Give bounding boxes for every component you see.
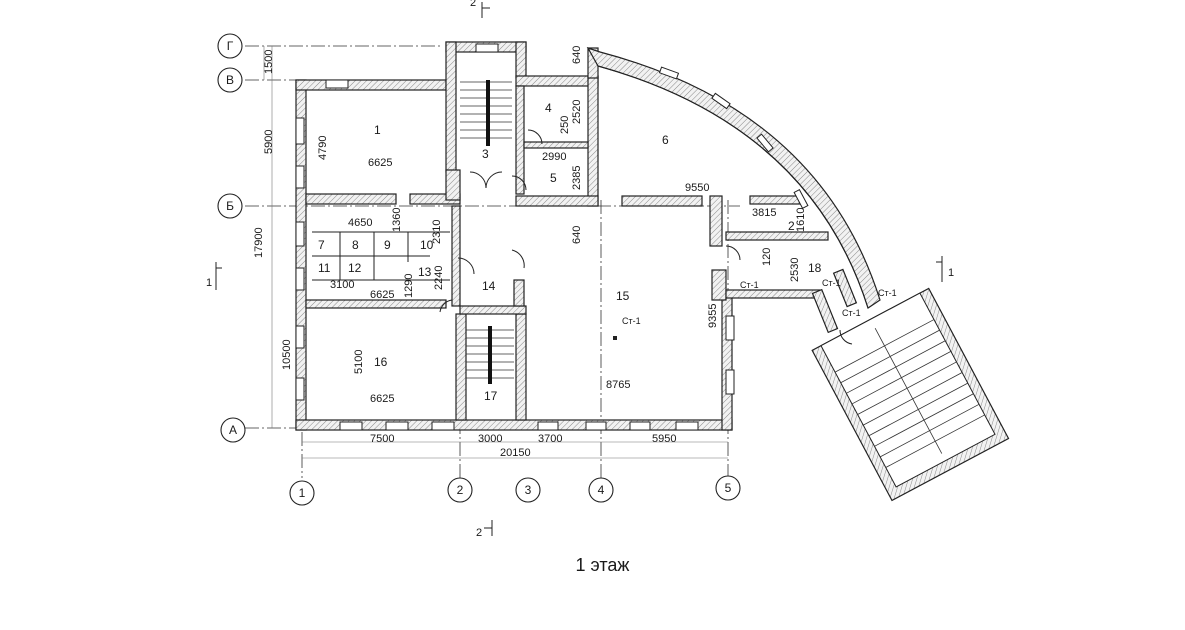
wall-mark-st1-e: Ст-1 — [842, 308, 861, 318]
dim-1610: 1610 — [795, 208, 807, 232]
axis-col-5: 5 — [715, 475, 741, 501]
wall-mark-st1-b: Ст-1 — [740, 280, 759, 290]
room-10-number: 10 — [420, 238, 434, 252]
room-17-number: 17 — [484, 389, 498, 403]
dim-2530: 2530 — [789, 258, 801, 282]
section-mark-right-label: 1 — [948, 267, 954, 279]
axis-col-4: 4 — [588, 477, 614, 503]
dim-6625-room1: 6625 — [368, 157, 392, 169]
dim-250: 250 — [559, 116, 571, 134]
dim-5100: 5100 — [353, 350, 365, 374]
dim-9550: 9550 — [685, 182, 709, 194]
dim-17900: 17900 — [253, 227, 265, 258]
section-mark-top-label: 2 — [470, 0, 476, 9]
room-1-number: 1 — [374, 123, 381, 137]
room-6-number: 6 — [662, 133, 669, 147]
room-18-number: 18 — [808, 261, 822, 275]
column-marker — [613, 336, 617, 340]
dim-120: 120 — [761, 248, 773, 266]
dim-20150: 20150 — [500, 447, 531, 459]
axis-row-b-label: Б — [226, 199, 234, 213]
dim-1290: 1290 — [403, 274, 415, 298]
room-4-number: 4 — [545, 101, 552, 115]
axis-row-a: А — [220, 417, 246, 443]
room-5-number: 5 — [550, 171, 557, 185]
section-mark-left-label: 1 — [206, 277, 212, 289]
axis-row-v-label: В — [226, 73, 234, 87]
windows — [295, 43, 809, 431]
axis-row-a-label: А — [229, 423, 237, 437]
axis-row-b: Б — [217, 193, 243, 219]
vestibule-walls — [811, 268, 858, 334]
floor-caption: 1 этаж — [0, 555, 1185, 576]
dim-640-top: 640 — [571, 46, 583, 64]
dim-6625-room16: 6625 — [370, 393, 394, 405]
doors — [439, 129, 853, 345]
axis-col-2: 2 — [447, 477, 473, 503]
room-16-number: 16 — [374, 355, 388, 369]
section-mark-bottom-label: 2 — [476, 527, 482, 539]
dim-2385: 2385 — [571, 166, 583, 190]
small-room-partitions — [312, 231, 450, 281]
room-12-number: 12 — [348, 261, 362, 275]
dim-8765: 8765 — [606, 379, 630, 391]
dim-2990: 2990 — [542, 151, 566, 163]
dim-6625-mid: 6625 — [370, 289, 394, 301]
axis-col-1: 1 — [289, 480, 315, 506]
room-15-number: 15 — [616, 289, 630, 303]
room-13-number: 13 — [418, 265, 432, 279]
dim-2520: 2520 — [571, 100, 583, 124]
curved-wall — [586, 46, 881, 309]
dim-9355: 9355 — [707, 304, 719, 328]
room-7-number: 7 — [318, 238, 325, 252]
external-staircase — [811, 287, 1010, 502]
dim-4790: 4790 — [317, 136, 329, 160]
dim-7500: 7500 — [370, 433, 394, 445]
dim-3100: 3100 — [330, 279, 354, 291]
axis-col-3: 3 — [515, 477, 541, 503]
room-11-number: 11 — [318, 261, 331, 275]
staircase-top — [460, 80, 512, 146]
room-2-number: 2 — [788, 219, 795, 233]
room-8-number: 8 — [352, 238, 359, 252]
dim-1360: 1360 — [391, 208, 403, 232]
axis-row-g: Г — [217, 33, 243, 59]
axis-col-3-label: 3 — [525, 483, 532, 497]
room-14-number: 14 — [482, 279, 496, 293]
building-walls — [295, 41, 829, 431]
staircase-bottom — [466, 326, 514, 384]
dim-5950: 5950 — [652, 433, 676, 445]
dim-2240: 2240 — [433, 266, 445, 290]
dim-3700: 3700 — [538, 433, 562, 445]
dim-2310: 2310 — [431, 220, 443, 244]
dim-3815: 3815 — [752, 207, 776, 219]
section-mark-bottom: 2 — [476, 520, 493, 539]
wall-mark-st1-d: Ст-1 — [878, 288, 897, 298]
dim-3000: 3000 — [478, 433, 502, 445]
dim-10500: 10500 — [281, 339, 293, 370]
wall-mark-st1-c: Ст-1 — [822, 278, 841, 288]
axis-col-4-label: 4 — [598, 483, 605, 497]
dim-640-mid: 640 — [571, 226, 583, 244]
section-mark-right: 1 — [936, 256, 954, 282]
axis-col-1-label: 1 — [299, 486, 306, 500]
dimension-lines — [263, 46, 728, 459]
section-mark-top: 2 — [470, 0, 490, 18]
dim-5900: 5900 — [263, 130, 275, 154]
dim-4650: 4650 — [348, 217, 372, 229]
wall-mark-st1-a: Ст-1 — [622, 316, 641, 326]
axis-col-2-label: 2 — [457, 483, 464, 497]
axis-row-g-label: Г — [227, 39, 234, 53]
room-9-number: 9 — [384, 238, 391, 252]
dim-1500: 1500 — [263, 50, 275, 74]
floor-caption-text: 1 этаж — [575, 555, 630, 575]
section-mark-left: 1 — [206, 262, 222, 290]
axis-row-v: В — [217, 67, 243, 93]
axis-col-5-label: 5 — [725, 481, 732, 495]
room-3-number: 3 — [482, 147, 489, 161]
